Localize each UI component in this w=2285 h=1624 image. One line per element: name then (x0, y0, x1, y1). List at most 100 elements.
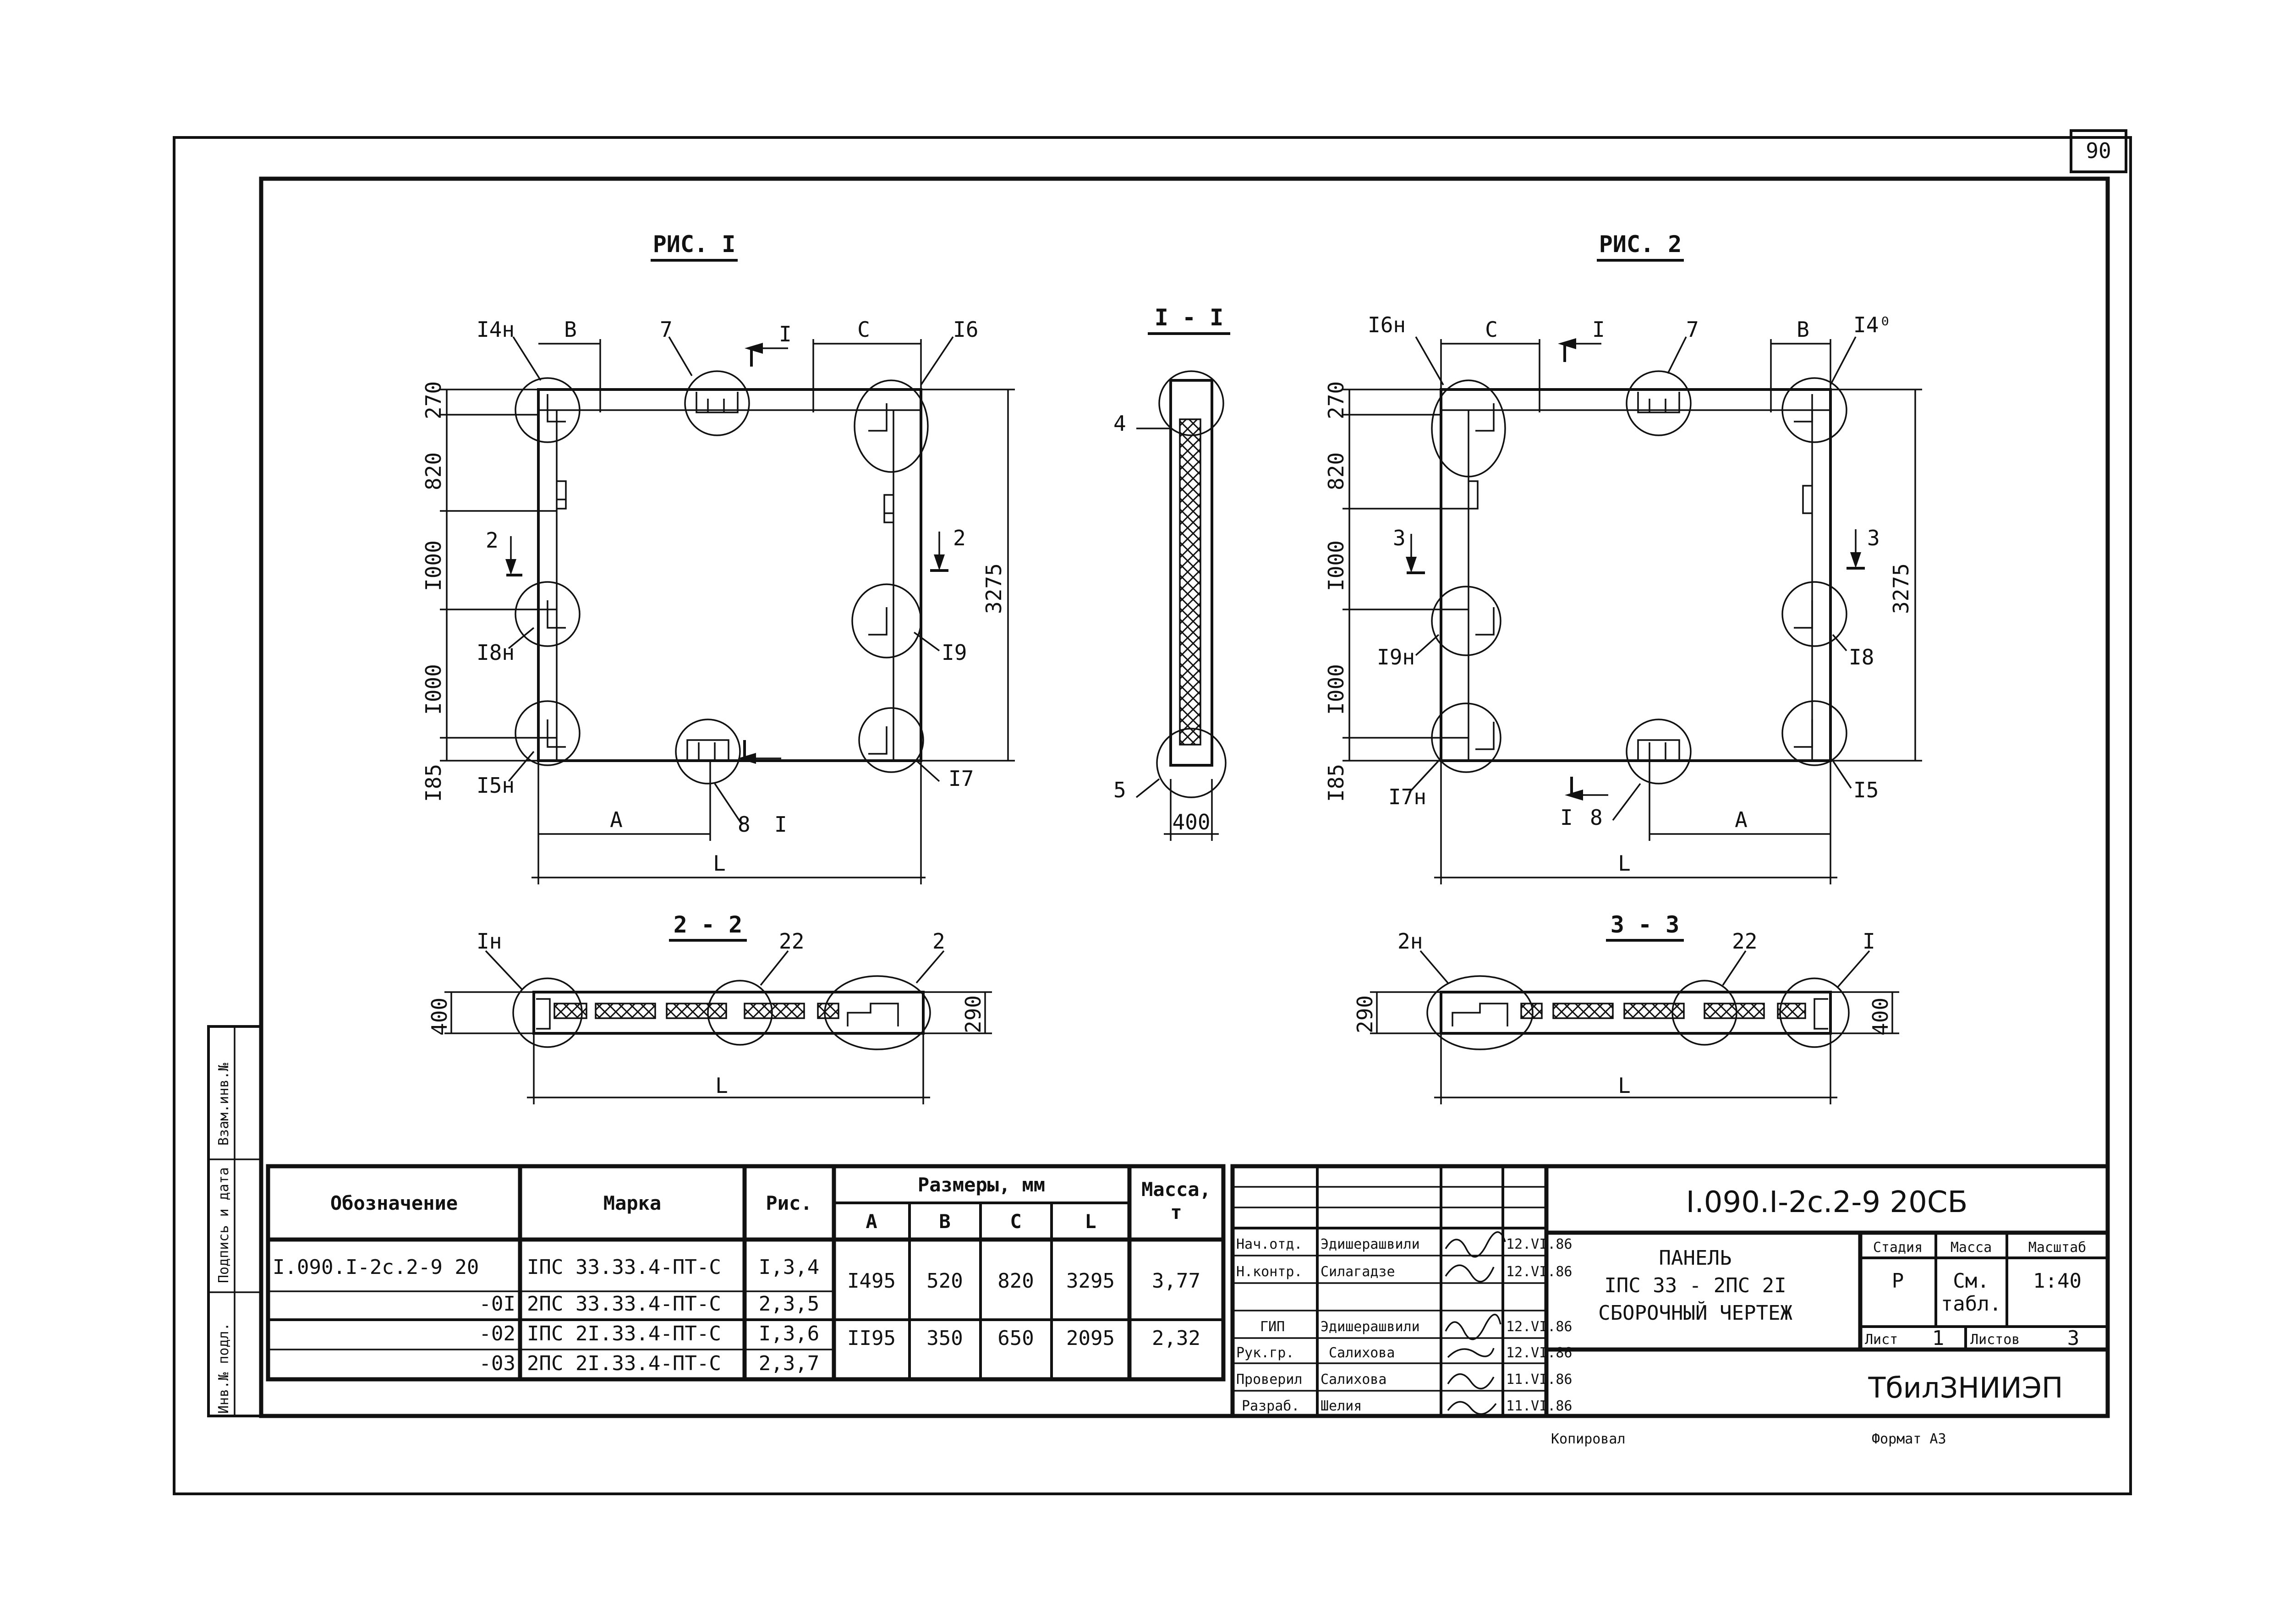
panel-outline-1 (537, 388, 922, 762)
callout-i4n: I4н (477, 317, 515, 342)
panel-outline-2 (1440, 388, 1832, 762)
group1-b: 520 (926, 1269, 963, 1293)
dim-1000b-fig1: I000 (421, 664, 446, 715)
inner-frame (259, 176, 2110, 1418)
mass-value-2: табл. (1941, 1292, 2001, 1316)
dim-820-fig1: 820 (421, 452, 446, 490)
callout-22-s22: 22 (779, 929, 804, 954)
callout-8: 8 (738, 812, 751, 837)
signer1-name: Эдишерашвили (1321, 1236, 1420, 1252)
header-mass-unit: т (1170, 1201, 1182, 1223)
group2-a: II95 (847, 1327, 896, 1350)
figure-1: РИС. I I4н 7 I6 I8н (421, 231, 1015, 884)
header-sizes: Размеры, мм (918, 1174, 1045, 1196)
scale-label: Масштаб (2028, 1240, 2086, 1256)
page-number: 90 (2086, 138, 2111, 163)
callout-i5: I5 (1853, 778, 1879, 802)
signature-marks (1445, 1231, 1506, 1415)
row3-designation: -02 (479, 1322, 515, 1345)
section-2-2-title: 2 - 2 (674, 911, 743, 938)
group1-c: 820 (997, 1269, 1034, 1293)
dim-820-fig2: 820 (1324, 452, 1348, 490)
stamp-replacement: Взам.инв.№ (216, 1063, 232, 1146)
row3-fig: I,3,6 (759, 1322, 819, 1345)
callout-i9n: I9н (1377, 645, 1415, 669)
section-3-3-title: 3 - 3 (1611, 911, 1680, 938)
row2-mark: 2ПС 33.33.4-ПТ-С (527, 1292, 721, 1316)
dim-a-fig1: A (610, 807, 623, 832)
title-name-line1: ПАНЕЛЬ (1659, 1246, 1732, 1270)
footer-format: Формат А3 (1872, 1431, 1946, 1447)
mass-value-1: См. (1953, 1269, 1989, 1293)
footer-copied: Копировал (1551, 1431, 1626, 1447)
header-size-l: L (1085, 1210, 1096, 1233)
header-mass: Масса, (1141, 1178, 1211, 1201)
section-mark-i-top-fig2: I (1592, 317, 1605, 342)
callout-i6: I6 (953, 317, 978, 342)
signer1-role: Нач.отд. (1236, 1236, 1303, 1252)
scale-value: 1:40 (2033, 1269, 2082, 1293)
row3-mark: IПС 2I.33.4-ПТ-С (527, 1322, 721, 1345)
section-2-2: 2 - 2 Iн 22 2 400 290 L (427, 911, 992, 1104)
title-name-line2: IПС 33 - 2ПС 2I (1604, 1274, 1786, 1297)
dim-400-s22: 400 (427, 998, 452, 1036)
section-1-1: I - I 4 5 400 (1113, 304, 1230, 841)
signer2-date: 12.VI.86 (1506, 1264, 1573, 1280)
signer6-date: 11.VI.86 (1506, 1398, 1573, 1414)
sheets-label: Листов (1970, 1332, 2020, 1348)
callout-i4-0: I4⁰ (1853, 313, 1891, 337)
section-mark-2-right: 2 (953, 526, 966, 550)
dim-c-fig2: C (1485, 317, 1498, 342)
callout-i5n: I5н (477, 773, 515, 798)
signer3-name: Эдишерашвили (1321, 1319, 1420, 1335)
signer4-date: 12.VI.86 (1506, 1345, 1573, 1361)
signer3-date: 12.VI.86 (1506, 1319, 1573, 1335)
callout-7: 7 (660, 317, 673, 342)
callout-7-fig2: 7 (1686, 317, 1699, 342)
section-mark-2-left: 2 (486, 528, 499, 553)
callout-i-s33: I (1863, 929, 1875, 954)
header-designation: Обозначение (330, 1192, 458, 1214)
dim-400-s33: 400 (1868, 998, 1893, 1036)
dim-400-section11: 400 (1172, 810, 1210, 834)
callout-8-fig2: 8 (1590, 805, 1603, 830)
dim-1000a-fig2: I000 (1324, 540, 1348, 591)
header-size-c: C (1010, 1210, 1021, 1233)
dim-c-fig1: C (857, 317, 870, 342)
stage-label: Стадия (1873, 1240, 1923, 1256)
row4-designation: -03 (479, 1352, 515, 1375)
group1-a: I495 (847, 1269, 896, 1293)
figure-1-title: РИС. I (653, 231, 736, 258)
row4-mark: 2ПС 2I.33.4-ПТ-С (527, 1352, 721, 1375)
doc-code: I.090.I-2с.2-9 20СБ (1686, 1185, 1968, 1219)
page-number-box (2070, 129, 2127, 173)
signer4-name: Салихова (1329, 1345, 1395, 1361)
dim-270-fig2: 270 (1324, 381, 1348, 419)
row2-fig: 2,3,5 (759, 1292, 819, 1316)
group2-l: 2095 (1066, 1327, 1115, 1350)
stamp-inventory: Инв.№ подл. (216, 1322, 232, 1414)
group2-b: 350 (926, 1327, 963, 1350)
row1-mark: IПС 33.33.4-ПТ-С (527, 1256, 721, 1279)
group2-c: 650 (997, 1327, 1034, 1350)
callout-i9: I9 (942, 640, 967, 665)
section-mark-3-left: 3 (1393, 526, 1406, 550)
figure-2: РИС. 2 I6н 7 I4⁰ I9н I8 I7н 8 I5 (1324, 231, 1922, 884)
dim-185-fig1: I85 (421, 764, 446, 802)
dim-l-fig2: L (1618, 851, 1631, 876)
section-1-1-title: I - I (1155, 304, 1224, 331)
signer6-name: Шелия (1321, 1398, 1362, 1414)
sheet-label: Лист (1865, 1332, 1898, 1348)
signer2-name: Силагадзе (1321, 1264, 1395, 1280)
callout-4: 4 (1113, 411, 1126, 436)
dim-b-fig2: B (1797, 317, 1809, 342)
dim-l-s22: L (715, 1073, 728, 1098)
dim-1000b-fig2: I000 (1324, 664, 1348, 715)
sheets-value: 3 (2067, 1327, 2080, 1350)
dim-290-s22: 290 (961, 995, 986, 1033)
callout-in: Iн (477, 929, 502, 954)
side-stamps: Взам.инв.№ Подпись и дата Инв.№ подл. (207, 1025, 263, 1417)
header-mark: Марка (603, 1192, 661, 1214)
callout-5: 5 (1113, 778, 1126, 802)
